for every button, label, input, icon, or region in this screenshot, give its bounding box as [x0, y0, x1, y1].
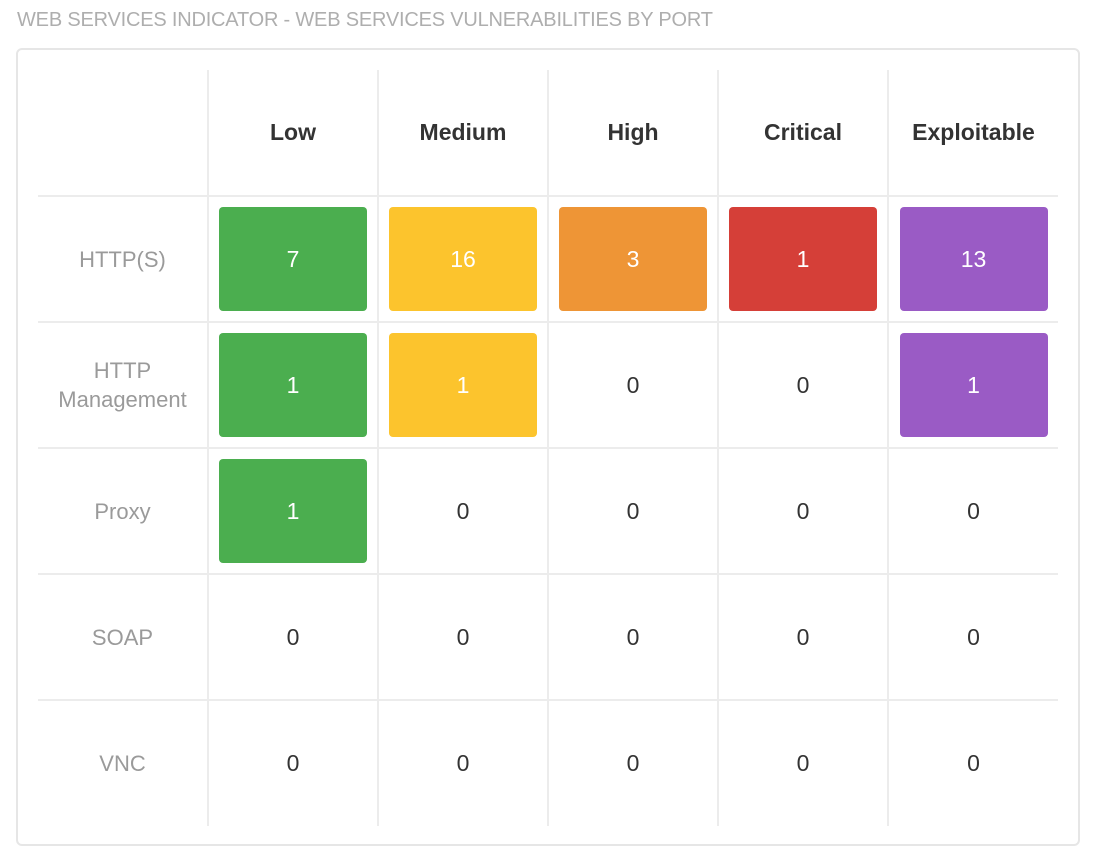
header-row: Low Medium High Critical Exploitable [38, 70, 1058, 197]
cell-high: 0 [548, 700, 719, 826]
count-exploitable-vnc: 0 [967, 750, 980, 776]
cell-high: 0 [548, 448, 719, 575]
count-medium-http-management[interactable]: 1 [389, 333, 537, 437]
cell-medium: 1 [378, 322, 549, 449]
cell-low: 0 [208, 700, 379, 826]
row-label: HTTP Management [38, 322, 209, 449]
count-exploitable-http-s[interactable]: 13 [899, 207, 1048, 311]
count-low-vnc: 0 [286, 750, 300, 776]
count-medium-http-s[interactable]: 16 [389, 207, 537, 311]
count-medium-soap: 0 [456, 623, 470, 650]
cell-medium: 0 [378, 700, 549, 826]
cell-critical: 0 [718, 322, 889, 449]
column-header-low: Low [208, 70, 379, 197]
count-high-soap: 0 [626, 623, 640, 650]
cell-medium: 0 [378, 574, 549, 701]
count-critical-soap: 0 [796, 623, 810, 650]
count-high-vnc: 0 [626, 750, 640, 776]
count-exploitable-http-management[interactable]: 1 [899, 333, 1048, 437]
cell-critical: 0 [718, 700, 889, 826]
cell-high: 3 [548, 196, 719, 323]
count-critical-http-management: 0 [796, 371, 810, 398]
cell-low: 0 [208, 574, 379, 701]
cell-low: 1 [208, 448, 379, 575]
count-high-proxy: 0 [626, 497, 640, 524]
cell-exploitable: 0 [888, 448, 1058, 575]
cell-exploitable: 1 [888, 322, 1058, 449]
count-critical-proxy: 0 [796, 497, 810, 524]
count-critical-vnc: 0 [796, 750, 810, 776]
count-medium-vnc: 0 [456, 750, 470, 776]
count-high-http-s[interactable]: 3 [559, 207, 707, 311]
cell-critical: 0 [718, 574, 889, 701]
row-soap: SOAP 0 0 0 0 0 [38, 574, 1058, 701]
cell-low: 7 [208, 196, 379, 323]
count-exploitable-soap: 0 [967, 623, 980, 650]
cell-exploitable: 0 [888, 700, 1058, 826]
corner-cell [38, 70, 209, 197]
cell-high: 0 [548, 322, 719, 449]
count-low-http-management[interactable]: 1 [219, 333, 367, 437]
row-vnc: VNC 0 0 0 0 0 [38, 700, 1058, 826]
cell-exploitable: 0 [888, 574, 1058, 701]
cell-low: 1 [208, 322, 379, 449]
row-label: SOAP [38, 574, 209, 701]
count-low-proxy[interactable]: 1 [219, 459, 367, 563]
column-header-critical: Critical [718, 70, 889, 197]
cell-exploitable: 13 [888, 196, 1058, 323]
column-header-medium: Medium [378, 70, 549, 197]
row-label: VNC [38, 700, 209, 826]
count-high-http-management: 0 [626, 371, 640, 398]
count-exploitable-proxy: 0 [967, 497, 980, 524]
count-low-soap: 0 [286, 623, 300, 650]
cell-medium: 16 [378, 196, 549, 323]
widget-title: WEB SERVICES INDICATOR - WEB SERVICES VU… [17, 9, 713, 31]
vulnerability-matrix: Low Medium High Critical Exploitable HTT… [38, 70, 1058, 826]
cell-critical: 1 [718, 196, 889, 323]
cell-medium: 0 [378, 448, 549, 575]
count-critical-http-s[interactable]: 1 [729, 207, 877, 311]
cell-critical: 0 [718, 448, 889, 575]
count-low-http-s[interactable]: 7 [219, 207, 367, 311]
column-header-exploitable: Exploitable [888, 70, 1058, 197]
cell-high: 0 [548, 574, 719, 701]
column-header-high: High [548, 70, 719, 197]
row-label: Proxy [38, 448, 209, 575]
count-medium-proxy: 0 [456, 497, 470, 524]
row-label: HTTP(S) [38, 196, 209, 323]
